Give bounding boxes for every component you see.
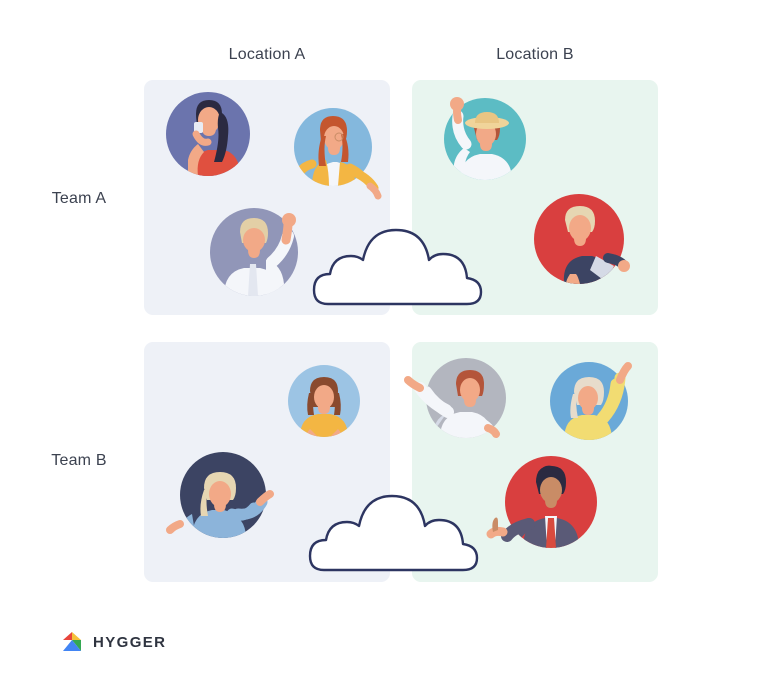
woman-yellow-cardigan-avatar [294,108,382,200]
hygger-logo: HYGGER [60,630,166,654]
column-header-location-a: Location A [228,46,306,63]
cloud-team-a [310,222,494,308]
woman-straw-hat-waving-avatar [444,97,526,180]
row-header-team-a: Team A [51,190,107,207]
woman-yellow-top-avatar [288,365,360,437]
man-suit-thumbs-up-avatar [486,456,597,548]
person-navy-shirt-avatar [534,194,630,284]
row-header-team-b: Team B [51,452,107,469]
man-waving-white-shirt-avatar [210,208,298,296]
column-header-location-b: Location B [496,46,574,63]
hygger-logo-icon [62,632,82,652]
cloud-team-b [306,488,492,574]
hygger-logo-text: HYGGER [93,633,167,651]
woman-with-cup-avatar [166,92,250,176]
woman-arm-raised-yellow-avatar [550,362,632,440]
man-pointing-avatar [404,358,506,438]
woman-arm-out-blue-avatar [166,452,274,538]
